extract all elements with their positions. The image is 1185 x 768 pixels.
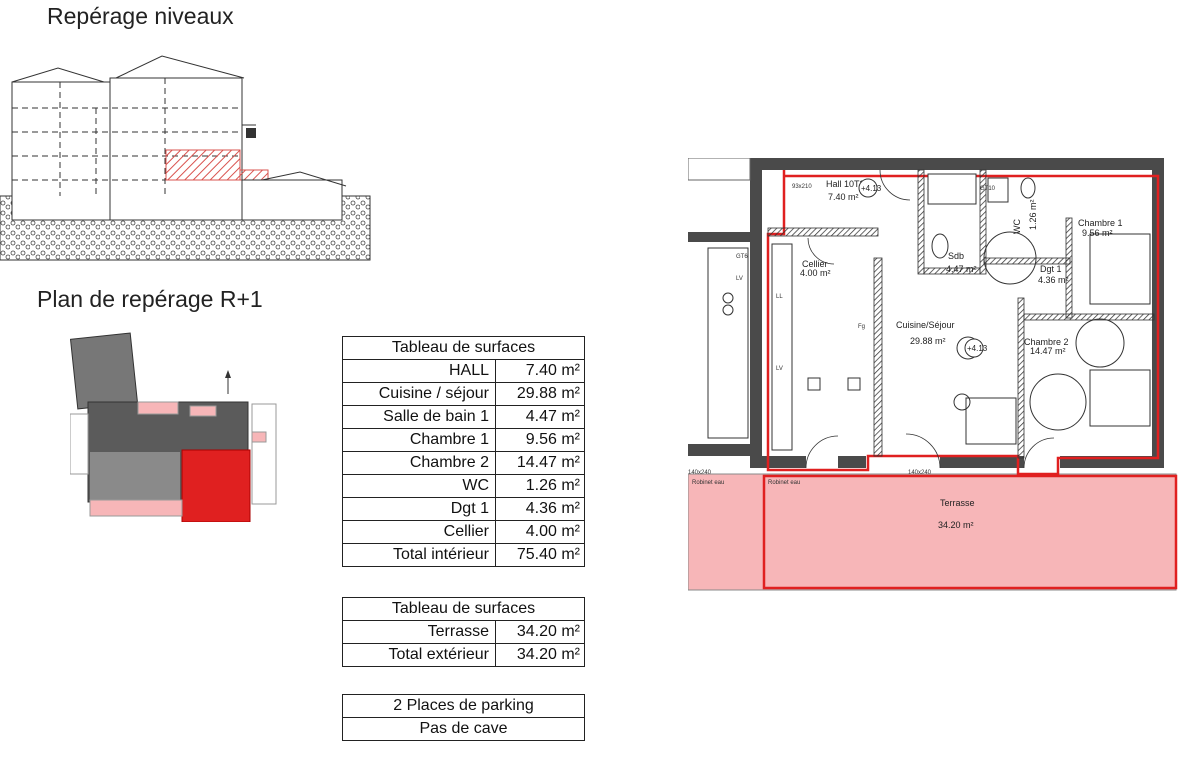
- hall-area: 7.40 m²: [828, 192, 859, 202]
- wc-area: 1.26 m²: [1028, 199, 1038, 230]
- sejour-name: Cuisine/Séjour: [896, 320, 955, 330]
- sdb-name: Sdb: [948, 251, 964, 261]
- cellier-name: Cellier: [802, 259, 828, 269]
- small-label: Robinet eau: [768, 480, 800, 486]
- table-row: Cuisine / séjour 29.88 m²: [342, 382, 585, 406]
- interior-table-title: Tableau de surfaces: [342, 336, 585, 360]
- level-mark: +4.13: [967, 344, 988, 353]
- table-row: Chambre 1 9.56 m²: [342, 428, 585, 452]
- apartment-floor-plan: Hall 10T3 7.40 m² Cellier 4.00 m² Sdb 4.…: [688, 158, 1178, 591]
- terrace-area: [688, 473, 1177, 591]
- small-label: GT6: [736, 254, 748, 260]
- level-mark: +4.13: [861, 184, 882, 193]
- sejour-area: 29.88 m²: [910, 336, 946, 346]
- exterior-surfaces-table: Tableau de surfaces Terrasse 34.20 m² To…: [342, 597, 585, 667]
- terrasse-area: 34.20 m²: [938, 520, 974, 530]
- terrasse-name: Terrasse: [940, 498, 975, 508]
- table-total-row: Total extérieur 34.20 m²: [342, 643, 585, 667]
- hall-name: Hall 10T3: [826, 179, 865, 189]
- table-row: WC 1.26 m²: [342, 474, 585, 498]
- table-row: Cellier 4.00 m²: [342, 520, 585, 544]
- chambre1-name: Chambre 1: [1078, 218, 1123, 228]
- site-locator-plan: [70, 332, 277, 522]
- cellier-area: 4.00 m²: [800, 268, 831, 278]
- table-row: Chambre 2 14.47 m²: [342, 451, 585, 475]
- plan-heading: Plan de repérage R+1: [37, 286, 263, 312]
- table-row: Pas de cave: [342, 717, 585, 741]
- chambre2-area: 14.47 m²: [1030, 346, 1066, 356]
- dgt-area: 4.36 m²: [1038, 275, 1069, 285]
- table-row: HALL 7.40 m²: [342, 359, 585, 383]
- wc-name: WC: [1012, 219, 1022, 234]
- table-total-row: Total intérieur 75.40 m²: [342, 543, 585, 567]
- table-row: Dgt 1 4.36 m²: [342, 497, 585, 521]
- small-label: LL: [776, 294, 783, 300]
- small-label: 93x210: [792, 184, 812, 190]
- interior-surfaces-table: Tableau de surfaces HALL 7.40 m² Cuisine…: [342, 336, 585, 567]
- chambre1-area: 9.56 m²: [1082, 228, 1113, 238]
- levels-heading: Repérage niveaux: [47, 3, 234, 29]
- extras-table: 2 Places de parking Pas de cave: [342, 694, 585, 741]
- highlighted-level: [165, 149, 241, 181]
- table-row: 2 Places de parking: [342, 694, 585, 718]
- chambre2-name: Chambre 2: [1024, 337, 1069, 347]
- small-label: GT10: [980, 186, 996, 192]
- dgt-name: Dgt 1: [1040, 264, 1062, 274]
- small-label: Robinet eau: [692, 480, 724, 486]
- exterior-table-title: Tableau de surfaces: [342, 597, 585, 621]
- sdb-area: 4.47 m²: [946, 264, 977, 274]
- building-elevation: [0, 55, 371, 261]
- table-row: Salle de bain 1 4.47 m²: [342, 405, 585, 429]
- small-label: LV: [736, 276, 743, 282]
- small-label: 140x240: [908, 470, 932, 476]
- small-label: LV: [776, 366, 783, 372]
- small-label: Fg: [858, 324, 865, 330]
- table-row: Terrasse 34.20 m²: [342, 620, 585, 644]
- small-label: 140x240: [688, 470, 712, 476]
